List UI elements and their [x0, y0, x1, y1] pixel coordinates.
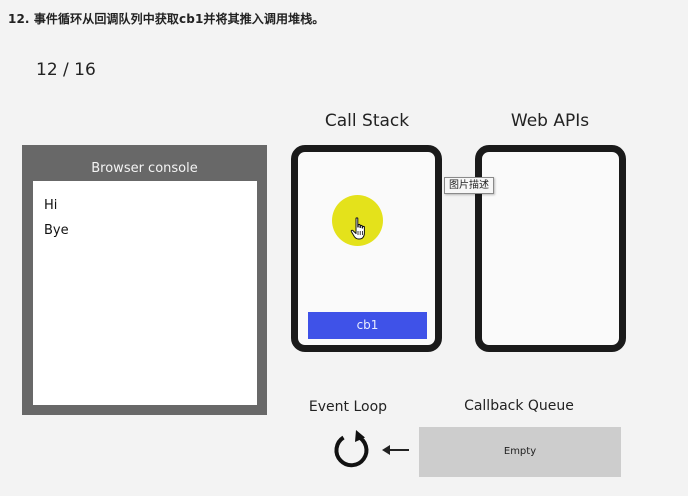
stack-frame-cb1: cb1: [308, 312, 427, 339]
hand-pointer-icon: [350, 217, 365, 240]
slide-counter: 12 / 16: [36, 60, 96, 80]
call-stack-panel: cb1: [291, 145, 442, 352]
callback-queue-label: Callback Queue: [464, 398, 574, 414]
event-loop-icon: [334, 430, 369, 468]
browser-console: Browser console Hi Bye: [22, 145, 267, 415]
slide-heading: 12. 事件循环从回调队列中获取cb1并将其推入调用堆栈。: [8, 12, 325, 26]
console-line: Bye: [44, 223, 69, 238]
web-apis-panel: [475, 145, 626, 352]
image-description-tooltip: 图片描述: [444, 177, 494, 194]
web-apis-title: Web APIs: [510, 111, 590, 131]
arrow-left-icon: [382, 445, 409, 455]
callback-queue-box: Empty: [419, 427, 621, 477]
event-loop-label: Event Loop: [308, 399, 388, 415]
browser-console-output: Hi Bye: [33, 181, 257, 405]
console-line: Hi: [44, 198, 58, 213]
browser-console-title: Browser console: [91, 161, 198, 176]
call-stack-title: Call Stack: [324, 111, 410, 131]
